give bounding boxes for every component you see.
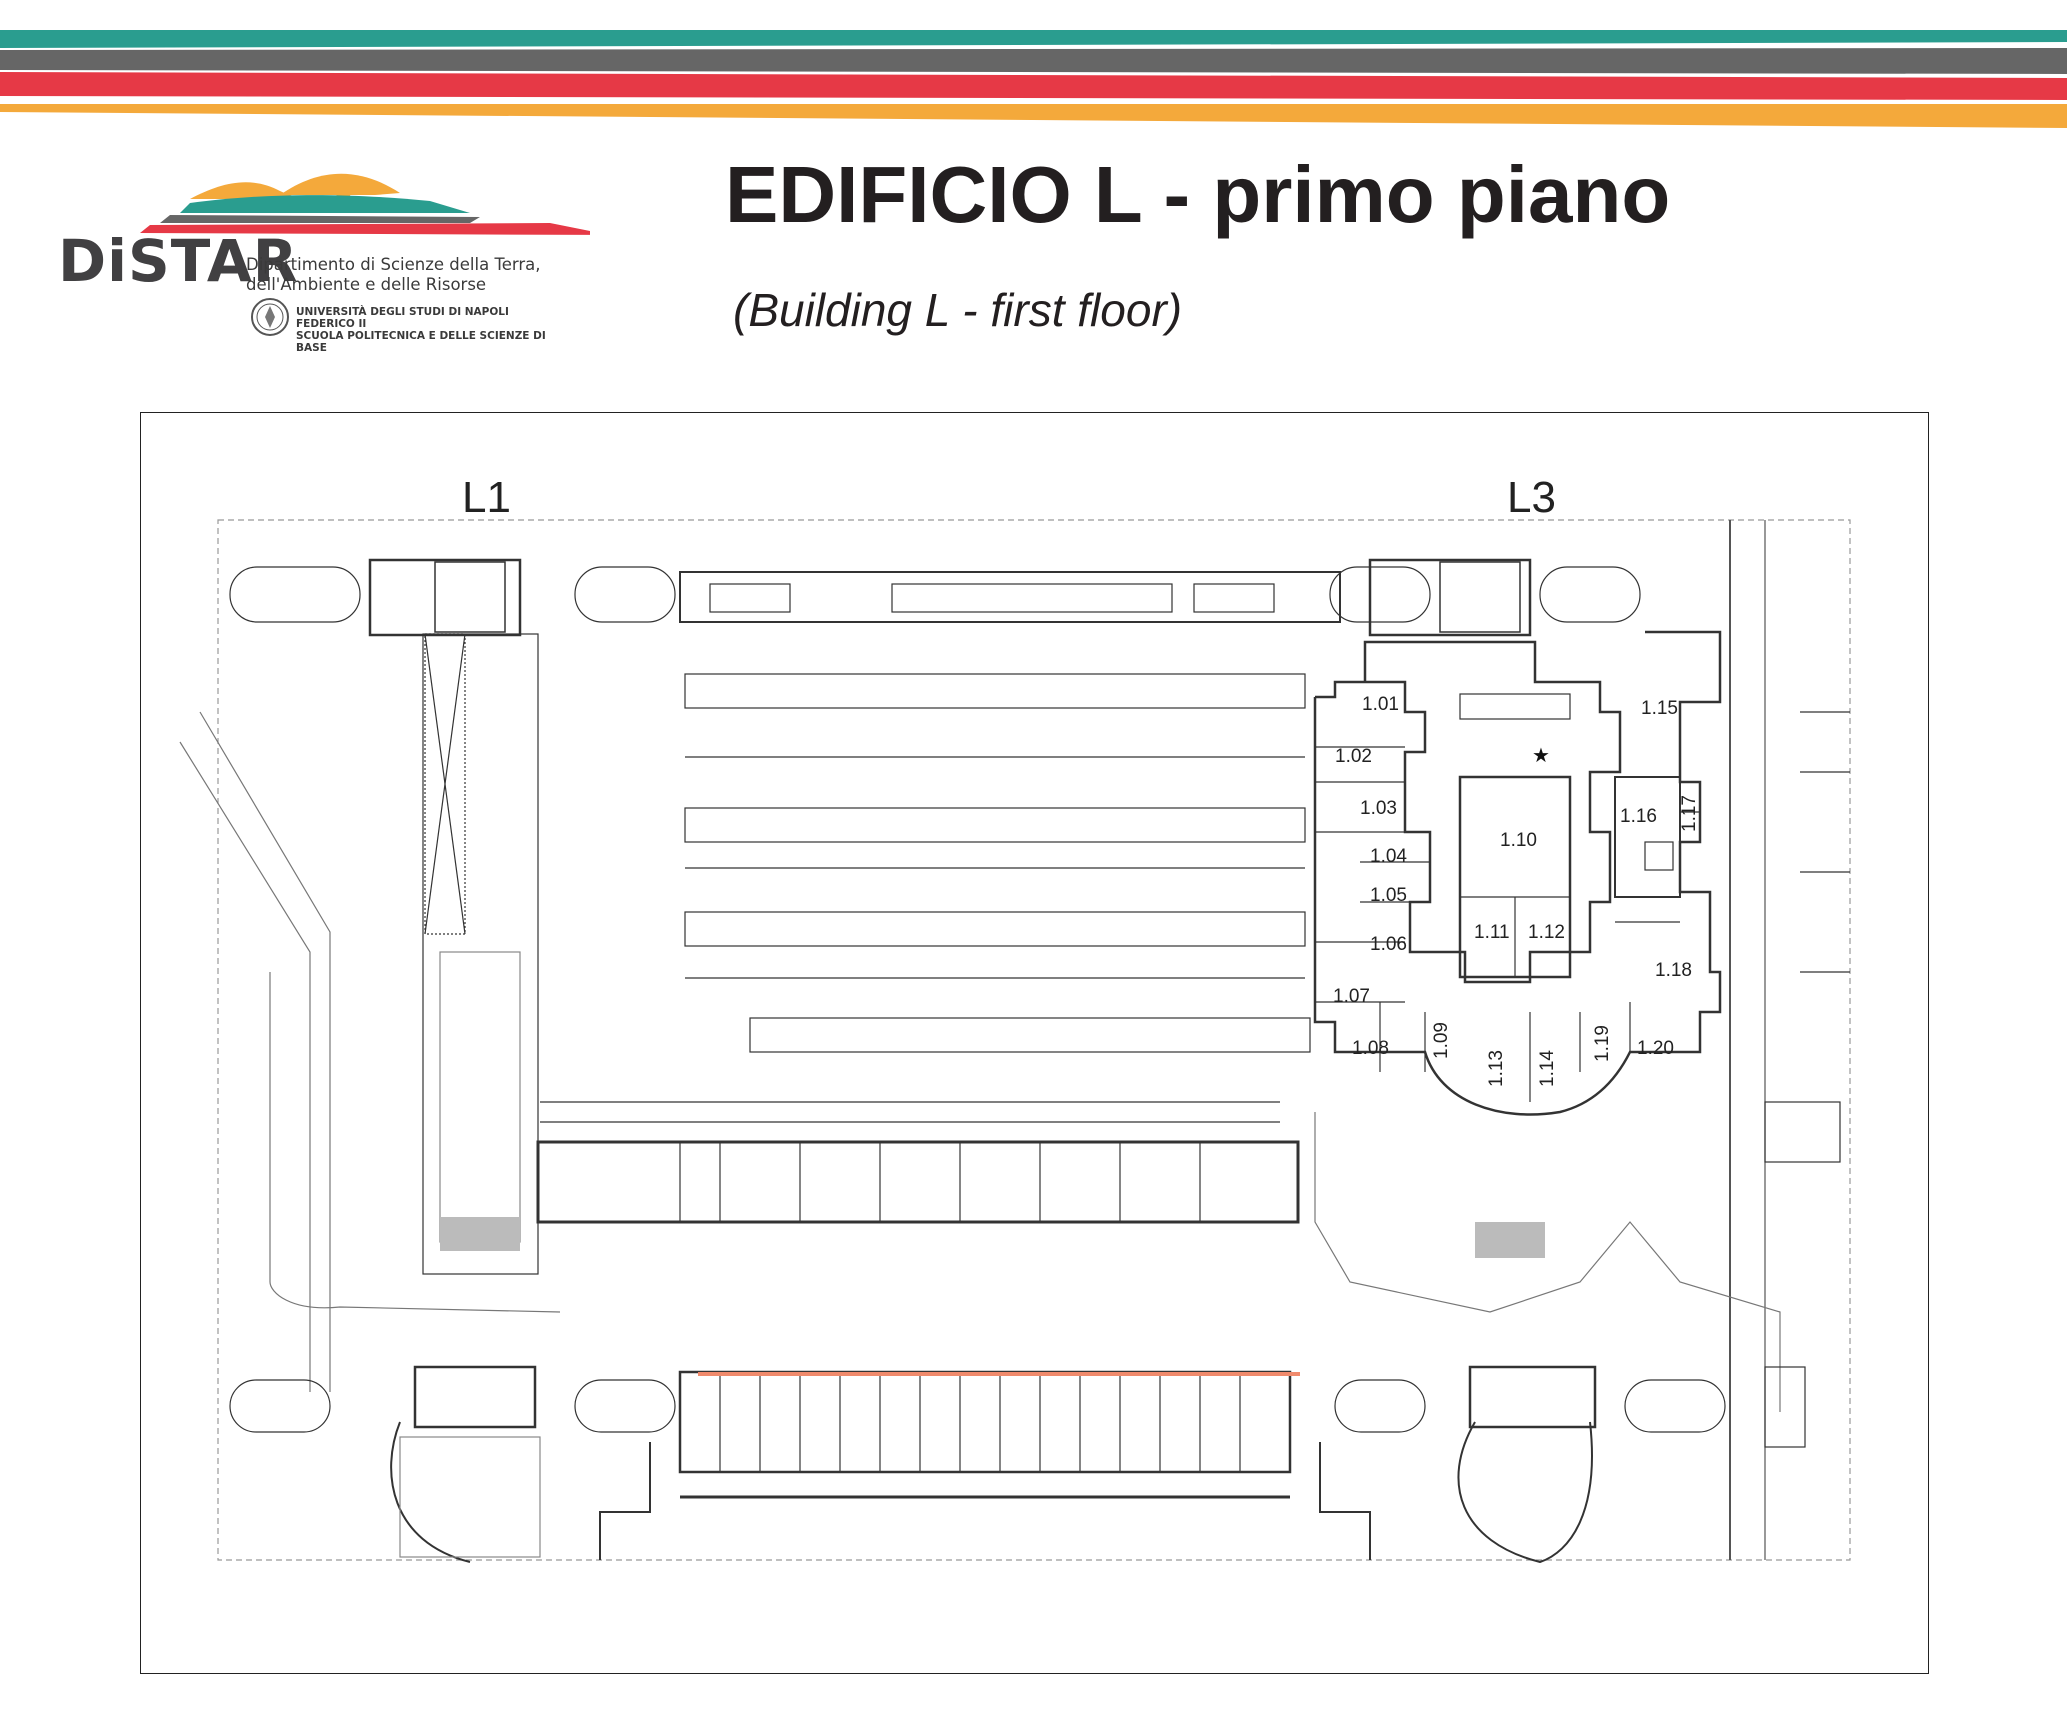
university-seal-icon — [251, 298, 289, 336]
room-1.10: 1.10 — [1500, 830, 1537, 851]
logo-department-line1: Dipartimento di Scienze della Terra, — [246, 255, 541, 274]
logo-university: UNIVERSITÀ DEGLI STUDI DI NAPOLI FEDERIC… — [296, 306, 550, 354]
gallery-top — [679, 571, 1341, 623]
room-1.07: 1.07 — [1333, 986, 1370, 1007]
mountain-logo-icon — [140, 173, 590, 235]
l1-stair-left — [229, 566, 361, 623]
room-1.05: 1.05 — [1370, 885, 1407, 906]
room-1.03: 1.03 — [1360, 798, 1397, 819]
stripe-teal — [0, 30, 2067, 48]
floor-plan: L1 L3 1.01 1.02 1.03 1.04 1.05 1.06 1.07… — [179, 473, 1851, 1564]
page-title: EDIFICIO L - primo piano — [725, 150, 1671, 239]
room-1.11: 1.11 — [1474, 922, 1510, 943]
room-1.04: 1.04 — [1370, 846, 1407, 867]
band-1 — [684, 673, 1306, 709]
room-1.17: 1.17 — [1679, 795, 1700, 832]
band-4 — [749, 1017, 1311, 1053]
stripe-orange — [0, 104, 2067, 128]
l3-office-outline — [1315, 640, 1622, 984]
l3-stair-left — [1329, 566, 1431, 623]
plan-outline — [217, 519, 1851, 1561]
gallery-bottom — [678, 1370, 1292, 1474]
l3-core-top — [1368, 558, 1532, 637]
room-1.09: 1.09 — [1431, 1022, 1452, 1059]
logo-university-line1: UNIVERSITÀ DEGLI STUDI DI NAPOLI FEDERIC… — [296, 306, 509, 330]
room-1.06: 1.06 — [1370, 934, 1407, 955]
plan-frame — [140, 412, 1929, 1674]
band-2 — [684, 807, 1306, 843]
room-1.13: 1.13 — [1486, 1050, 1507, 1087]
band-3 — [684, 911, 1306, 947]
l1-core-top — [368, 558, 522, 637]
logo-wordmark: DiSTAR — [58, 227, 299, 295]
header-stripes — [0, 30, 2067, 128]
distar-logo: DiSTAR Dipartimento di Scienze della Ter… — [50, 165, 590, 355]
page-subtitle: (Building L - first floor) — [733, 284, 1183, 336]
courtyard-block — [536, 1140, 1300, 1224]
wing-label-l3: L3 — [1507, 473, 1556, 522]
logo-university-line2: SCUOLA POLITECNICA E DELLE SCIENZE DI BA… — [296, 330, 546, 354]
room-1.20: 1.20 — [1637, 1038, 1674, 1059]
l1-corridor — [422, 633, 539, 1275]
star-marker-icon: ★ — [1532, 745, 1550, 767]
room-1.18: 1.18 — [1655, 960, 1692, 981]
logo-department-line2: dell'Ambiente e delle Risorse — [246, 275, 487, 294]
highlight-strip — [698, 1372, 1300, 1376]
l1-steps — [439, 951, 521, 1243]
l3-core-bottom — [1468, 1365, 1597, 1429]
stripe-gray — [0, 48, 2067, 74]
room-1.16: 1.16 — [1620, 806, 1657, 827]
room-1.15: 1.15 — [1641, 698, 1678, 719]
room-1.12: 1.12 — [1528, 922, 1565, 943]
stripe-red — [0, 72, 2067, 100]
l1-stair-right — [574, 566, 676, 623]
room-1.19: 1.19 — [1592, 1025, 1613, 1062]
logo-department: Dipartimento di Scienze della Terra, del… — [246, 255, 541, 295]
wing-label-l1: L1 — [462, 473, 511, 522]
room-1.01: 1.01 — [1362, 694, 1399, 715]
room-1.14: 1.14 — [1537, 1050, 1558, 1087]
room-1.08: 1.08 — [1352, 1038, 1389, 1059]
room-1.02: 1.02 — [1335, 746, 1372, 767]
l3-stair-right — [1539, 566, 1641, 623]
l1-core-bottom — [413, 1365, 537, 1429]
